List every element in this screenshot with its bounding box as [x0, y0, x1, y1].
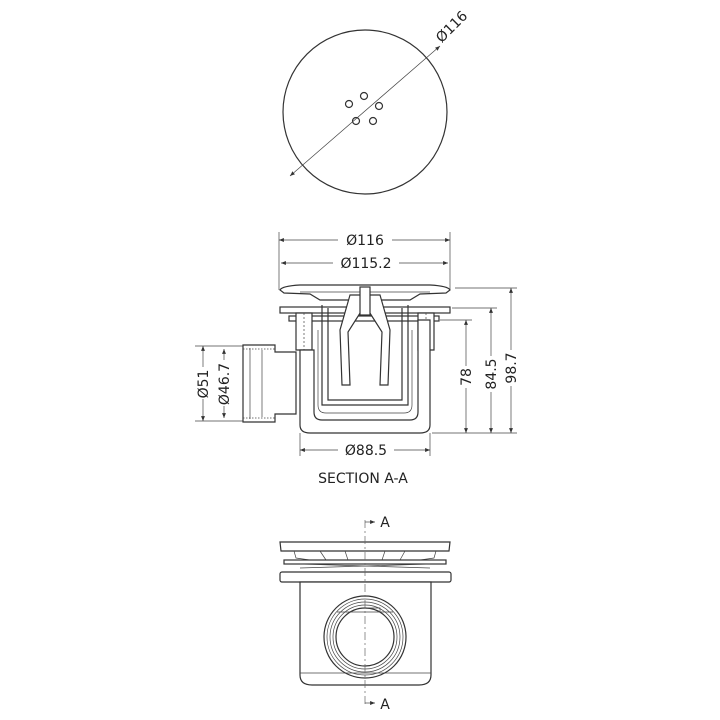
side-view: A A: [279, 515, 452, 713]
top-view: Ø116: [282, 8, 471, 195]
section-title: SECTION A-A: [318, 471, 408, 487]
dim-outer-diameter: Ø116: [346, 233, 384, 249]
dim-grate-diameter: Ø115.2: [340, 256, 391, 272]
grate-outline: [282, 29, 448, 195]
section-view: Ø116 Ø115.2 Ø88.5 Ø51 Ø46.7 78 84.5 98.7…: [195, 230, 520, 487]
section-mark-bottom: A: [380, 697, 390, 713]
dim-outlet-inner: Ø46.7: [217, 363, 233, 405]
section-mark-top: A: [380, 515, 390, 531]
diameter-dimension-line: [289, 45, 441, 177]
top-diameter-label: Ø116: [433, 8, 471, 46]
drain-holes: [344, 91, 384, 126]
dim-outlet-outer: Ø51: [196, 370, 212, 399]
dim-body-diameter: Ø88.5: [345, 443, 387, 459]
dim-height-84-5: 84.5: [484, 358, 500, 389]
dim-height-78: 78: [459, 368, 475, 386]
dim-height-98-7: 98.7: [504, 352, 520, 383]
